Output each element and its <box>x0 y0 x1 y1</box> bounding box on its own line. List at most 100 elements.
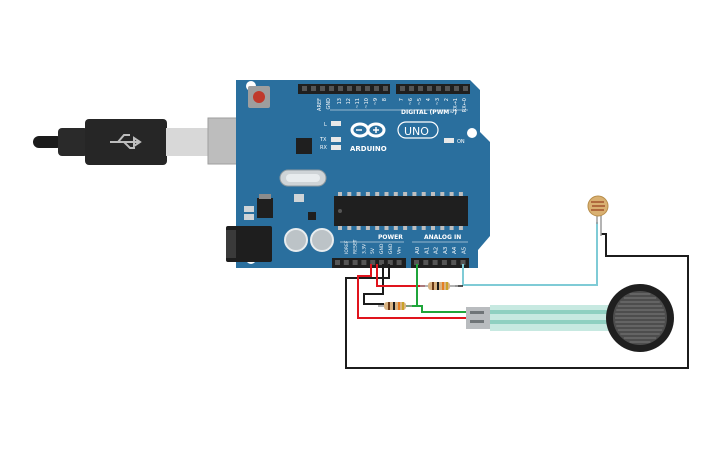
pin-hole[interactable] <box>441 260 447 265</box>
pin-hole[interactable] <box>335 260 340 265</box>
pin-hole[interactable] <box>338 86 343 91</box>
pin-hole[interactable] <box>409 86 414 91</box>
digital-pin-label: TX→1 <box>453 98 459 113</box>
digital-pin-label: ~9 <box>373 98 379 105</box>
pin-hole[interactable] <box>427 86 432 91</box>
pin-hole[interactable] <box>396 260 402 265</box>
chip-pin <box>431 192 435 196</box>
pin-hole[interactable] <box>361 260 367 265</box>
power-header <box>332 258 406 268</box>
digital-pin-label: ~5 <box>417 98 423 105</box>
arduino-infinity-logo-icon <box>350 122 386 138</box>
uno-model-text: UNO <box>404 125 429 138</box>
pin-hole[interactable] <box>463 86 468 91</box>
chip-pin <box>338 192 342 196</box>
digital-header-left <box>298 84 390 94</box>
usb-symbol-icon <box>110 134 142 149</box>
digital-pin-label: 13 <box>337 98 343 104</box>
pin-hole[interactable] <box>418 86 423 91</box>
power-pin-label: 3.3V <box>361 243 367 254</box>
resistor-band <box>442 282 444 290</box>
capacitor <box>310 228 334 252</box>
digital-pin-label: ~11 <box>355 98 361 109</box>
wire-black-resistor[interactable] <box>363 264 384 305</box>
chip-pin <box>412 226 417 230</box>
mounting-hole <box>467 128 477 138</box>
microcontroller-chip <box>334 196 468 226</box>
resistor-band <box>446 282 448 290</box>
wire-red-5v-fsr[interactable] <box>357 264 468 319</box>
wire-cyan-a5-photoresistor[interactable] <box>462 222 598 286</box>
power-pin-label: Vin <box>397 247 403 254</box>
chip-pin <box>375 226 380 230</box>
pin-hole[interactable] <box>436 86 441 91</box>
pin-hole[interactable] <box>370 260 376 265</box>
crystal-oscillator-inner <box>286 174 320 182</box>
chip-pin <box>440 226 445 230</box>
resistor-band <box>437 282 439 290</box>
uno-badge <box>397 121 439 139</box>
fsr-tail <box>490 305 612 331</box>
pin-hole[interactable] <box>352 260 358 265</box>
chip-pin <box>347 226 352 230</box>
pin-hole[interactable] <box>454 86 459 91</box>
force-sensitive-resistor[interactable] <box>466 284 674 352</box>
wire-red-5v-resistor[interactable] <box>376 264 425 287</box>
power-pin-label: GND <box>379 243 385 254</box>
digital-header-label: DIGITAL (PWM~) <box>401 109 457 116</box>
pin-hole[interactable] <box>445 86 450 91</box>
resistor-band <box>393 302 395 310</box>
dc-barrel-jack[interactable] <box>226 226 272 262</box>
chip-pin <box>403 192 408 196</box>
photoresistor[interactable] <box>587 195 609 236</box>
analog-pin-label: A4 <box>452 246 458 254</box>
wire-black-ground-loop[interactable] <box>345 233 689 369</box>
chip-pin <box>403 226 408 230</box>
smd-component <box>244 206 254 212</box>
pin-hole[interactable] <box>379 260 384 265</box>
pin-hole[interactable] <box>423 260 429 265</box>
pin-hole[interactable] <box>302 86 307 91</box>
digital-pin-label: AREF <box>317 98 323 111</box>
pin-hole[interactable] <box>320 86 325 91</box>
digital-pin-label: ~10 <box>364 98 370 109</box>
chip-pin <box>449 192 454 196</box>
pin-hole[interactable] <box>311 86 316 91</box>
pin-hole[interactable] <box>414 260 419 265</box>
digital-pin-holes <box>302 86 468 91</box>
led-label-tx: TX <box>319 137 327 143</box>
resistor-1[interactable] <box>420 282 458 290</box>
microcontroller-pins <box>338 192 463 230</box>
pin-hole[interactable] <box>365 86 370 91</box>
chip-pin <box>440 192 445 196</box>
analog-pin-label: A3 <box>443 246 449 254</box>
pin-hole[interactable] <box>387 260 393 265</box>
pin-hole[interactable] <box>451 260 457 265</box>
analog-pin-label: A0 <box>415 246 421 254</box>
usb-strain-relief <box>58 128 88 156</box>
fsr-sensing-pattern <box>615 293 665 343</box>
chip-pin <box>449 226 454 230</box>
digital-pin-label: RX←0 <box>462 98 468 112</box>
reset-button-cap[interactable] <box>253 91 265 103</box>
pin-hole[interactable] <box>383 86 388 91</box>
pin-hole[interactable] <box>374 86 379 91</box>
pin-hole[interactable] <box>460 260 466 265</box>
pin-hole[interactable] <box>432 260 438 265</box>
chip-pin <box>365 226 370 230</box>
pin-hole[interactable] <box>343 260 349 265</box>
power-pin-label: 5V <box>370 247 376 254</box>
analog-pin-label: A1 <box>424 247 430 254</box>
chip-notch <box>338 209 342 213</box>
pin-hole[interactable] <box>329 86 334 91</box>
led-tx <box>331 137 341 142</box>
pin-hole[interactable] <box>400 86 405 91</box>
chip-pin <box>356 226 361 230</box>
analog-header <box>411 258 469 268</box>
resistor-2[interactable] <box>378 302 412 310</box>
pin-hole[interactable] <box>356 86 361 91</box>
pin-hole[interactable] <box>347 86 352 91</box>
